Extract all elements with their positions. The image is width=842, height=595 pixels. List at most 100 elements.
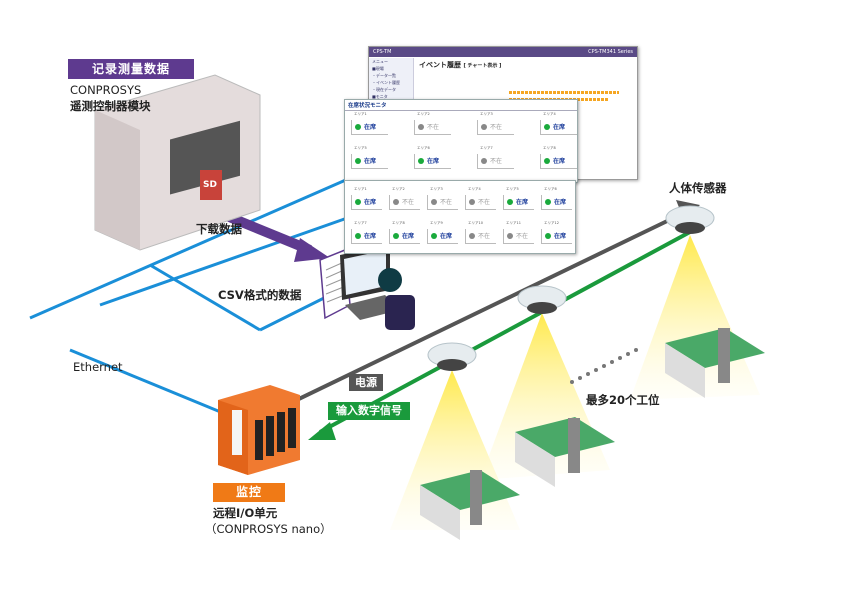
seat-id: エリア7 — [480, 146, 493, 150]
seat-id: エリア2 — [417, 112, 430, 116]
seat-status: 不在 — [478, 233, 491, 240]
seat-status: 在席 — [364, 124, 377, 131]
absent-indicator-icon — [469, 233, 475, 239]
seat-id: エリア5 — [354, 146, 367, 150]
absent-indicator-icon — [481, 158, 487, 164]
workstations-label: 最多20个工位 — [586, 393, 660, 407]
sensor-2 — [517, 285, 567, 314]
seat-status: 不在 — [427, 124, 440, 131]
seat-id: エリア6 — [417, 146, 430, 150]
csv-label: CSV格式的数据 — [218, 288, 302, 302]
more-dots — [570, 348, 638, 384]
remote-io-name: 远程I/O单元 — [213, 506, 278, 520]
pc-user — [340, 245, 415, 330]
seat-status: 不在 — [490, 158, 503, 165]
ethernet-label: Ethernet — [73, 360, 123, 374]
seat-id: エリア8 — [392, 221, 405, 225]
seat-status-cell[interactable]: エリア9 在席 — [427, 221, 458, 244]
seat-id: エリア1 — [354, 187, 367, 191]
present-indicator-icon — [544, 124, 550, 130]
absent-indicator-icon — [418, 124, 424, 130]
controller-enclosure — [94, 74, 261, 251]
seat-id: エリア2 — [392, 187, 405, 191]
seat-id: エリア4 — [468, 187, 481, 191]
present-indicator-icon — [355, 199, 361, 205]
menu-item[interactable]: ・データ一覧 — [372, 73, 396, 78]
seat-status-cell[interactable]: エリア6 在席 — [414, 146, 451, 169]
sensor-3 — [665, 205, 715, 234]
seat-status-cell[interactable]: エリア7 不在 — [477, 146, 514, 169]
seat-status: 在席 — [554, 199, 567, 206]
remote-io-badge: 监控 — [213, 483, 285, 502]
seat-id: エリア1 — [354, 112, 367, 116]
event-subtitle: [ チャート表示 ] — [463, 63, 502, 69]
seat-status-cell[interactable]: エリア2 不在 — [414, 112, 451, 135]
menu-item[interactable]: ・現在データ — [372, 87, 396, 92]
seat-status-cell[interactable]: エリア12 在席 — [541, 221, 572, 244]
seat-status: 不在 — [490, 124, 503, 131]
seat-status: 在席 — [553, 124, 566, 131]
app-name: CPS-TM — [373, 49, 392, 55]
present-indicator-icon — [507, 199, 513, 205]
seat-status-cell[interactable]: エリア1 在席 — [351, 112, 388, 135]
event-chart-bar — [509, 91, 619, 94]
seat-status: 在席 — [440, 233, 453, 240]
seat-id: エリア12 — [544, 221, 559, 225]
seat-status-cell[interactable]: エリア6 在席 — [541, 187, 572, 210]
present-indicator-icon — [545, 199, 551, 205]
sd-card — [200, 170, 222, 200]
remote-io-unit — [218, 385, 300, 475]
present-indicator-icon — [355, 124, 361, 130]
signal-label: 输入数字信号 — [328, 402, 410, 420]
seat-id: エリア4 — [543, 112, 556, 116]
seat-id: エリア5 — [506, 187, 519, 191]
sensor-1 — [427, 342, 477, 371]
power-label: 电源 — [349, 374, 383, 391]
seat-id: エリア6 — [544, 187, 557, 191]
seat-status-cell[interactable]: エリア4 不在 — [465, 187, 496, 210]
seat-id: エリア9 — [430, 221, 443, 225]
controller-name-line1: CONPROSYS — [70, 83, 142, 97]
present-indicator-icon — [431, 233, 437, 239]
seat-status-cell[interactable]: エリア2 不在 — [389, 187, 420, 210]
monitor-title: 在席状況モニタ — [345, 100, 577, 111]
menu-item[interactable]: ・イベント履歴 — [372, 80, 400, 85]
present-indicator-icon — [544, 158, 550, 164]
seat-status: 不在 — [440, 199, 453, 206]
seat-status: 在席 — [516, 199, 529, 206]
seat-id: エリア3 — [480, 112, 493, 116]
signal-line — [319, 230, 691, 434]
seat-status: 在席 — [554, 233, 567, 240]
workstation-3 — [665, 328, 765, 398]
seat-status: 不在 — [478, 199, 491, 206]
event-window-titlebar: CPS-TM CPS-TM341 Series — [369, 47, 637, 57]
seat-status: 在席 — [364, 158, 377, 165]
seat-status-cell[interactable]: エリア5 在席 — [503, 187, 534, 210]
seat-status: 不在 — [402, 199, 415, 206]
seat-status-cell[interactable]: エリア5 在席 — [351, 146, 388, 169]
absent-indicator-icon — [431, 199, 437, 205]
event-title: イベント履歴 — [419, 61, 461, 69]
ethernet-lines — [29, 163, 381, 422]
present-indicator-icon — [355, 158, 361, 164]
sd-card-label: SD — [203, 180, 217, 190]
present-indicator-icon — [418, 158, 424, 164]
signal-arrowhead — [308, 422, 336, 440]
menu-item[interactable]: メニュー — [372, 59, 388, 64]
menu-item[interactable]: ■現場 — [372, 66, 384, 71]
menu-item[interactable]: ■モニタ — [372, 94, 388, 99]
present-indicator-icon — [355, 233, 361, 239]
seat-status-cell[interactable]: エリア3 不在 — [477, 112, 514, 135]
seat-status-cell[interactable]: エリア4 在席 — [540, 112, 577, 135]
seat-status: 在席 — [427, 158, 440, 165]
seat-id: エリア7 — [354, 221, 367, 225]
